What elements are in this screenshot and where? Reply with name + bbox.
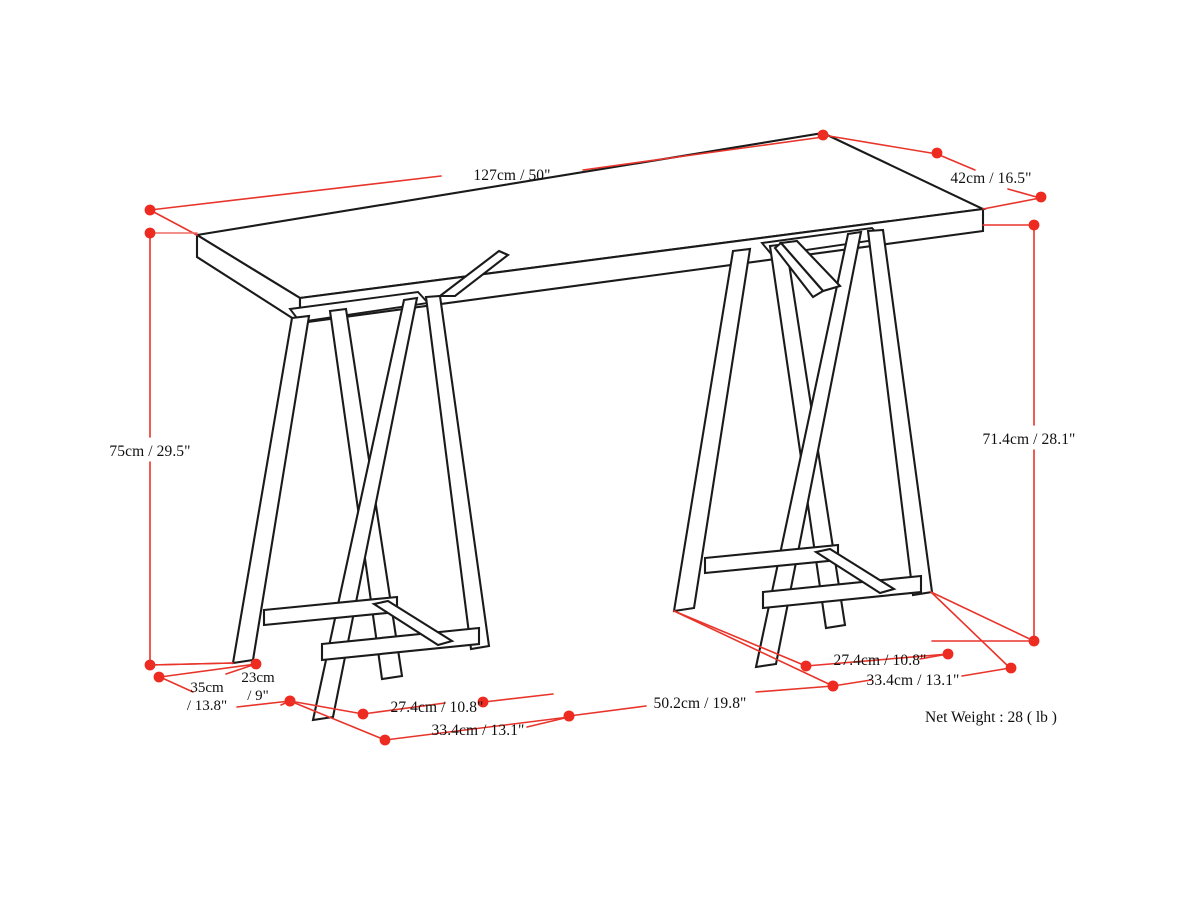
dimension-left-foot-upper: 27.4cm / 10.8" (289, 693, 554, 720)
dim-502-line-b (755, 685, 834, 693)
dim-dot-top-depth-upper (931, 147, 943, 159)
dim-right334-line-b (832, 679, 872, 687)
dim-dot-right274-right (942, 648, 954, 660)
dim-35-line-b (159, 676, 194, 693)
dim-left334-leader (384, 716, 570, 741)
dim-left334-line-a (289, 700, 386, 741)
dim-dot-23-left (250, 658, 262, 670)
left-leg-rear-inner (424, 294, 491, 651)
dimension-top-depth: 42cm / 16.5" (822, 134, 1047, 210)
dim-label-left-foot-lower: 33.4cm / 13.1" (432, 722, 525, 739)
dim-left274-line-a (289, 700, 364, 715)
right-leg-rear-inner (866, 228, 934, 597)
dim-35-line-c (236, 700, 291, 708)
dim-label-23in: / 9" (247, 688, 269, 704)
left-top-angled-brace (436, 249, 511, 298)
right-leg-front-outer (672, 247, 752, 613)
dim-top-depth-leader-d (822, 134, 938, 155)
dim-top-width-line-right (582, 136, 824, 171)
dim-right274-line-a (673, 610, 807, 667)
net-weight-label: Net Weight : 28 ( lb ) (925, 709, 1057, 726)
dim-dot-left274-right (477, 696, 489, 708)
dim-dot-top-width-left (144, 204, 156, 216)
dim-label-right-foot-lower: 33.4cm / 13.1" (867, 672, 960, 689)
dim-right334-line-a (673, 610, 834, 687)
dim-right334-leader-b (930, 591, 1035, 642)
dimension-right-foot-lower: 33.4cm / 13.1" (673, 591, 1035, 692)
left-foot-diagonal-brace (371, 599, 455, 647)
dim-left274-line-b (483, 693, 554, 703)
right-sawhorse-group (672, 226, 934, 669)
dim-dot-right334-left (827, 680, 839, 692)
dim-right274-leader (805, 653, 949, 667)
dim-label-right-foot-upper: 27.4cm / 10.8" (834, 652, 927, 669)
dim-top-depth-leader-c (982, 197, 1041, 210)
dim-label-left-foot-upper: 27.4cm / 10.8" (391, 699, 484, 716)
dim-top-width-line (149, 175, 442, 211)
dimension-between-legs: 50.2cm / 19.8" (563, 680, 839, 722)
dim-label-top-depth: 42cm / 16.5" (950, 170, 1031, 187)
dim-dot-legheight-top (1028, 219, 1040, 231)
dim-label-between-legs: 50.2cm / 19.8" (654, 695, 747, 712)
dim-label-35in: / 13.8" (187, 698, 227, 714)
dim-top-depth-leader-b (1007, 188, 1041, 199)
dimension-left-foot-lower: 33.4cm / 13.1" (289, 700, 575, 746)
dim-35-line-a (149, 662, 234, 666)
right-top-angled-brace-face (773, 241, 825, 299)
dim-dot-right274-left (800, 660, 812, 672)
dim-label-23cm: 23cm (241, 670, 275, 686)
dim-top-width-leader-left (149, 209, 198, 236)
dim-502-line-a (568, 705, 647, 717)
dimension-overall-height: 75cm / 29.5" (109, 227, 234, 671)
dim-dot-height-top (144, 227, 156, 239)
left-sawhorse-group (231, 249, 511, 722)
right-foot-diagonal-brace (813, 547, 897, 595)
dimension-leg-height: 71.4cm / 28.1" (931, 219, 1076, 647)
dim-label-35cm: 35cm (190, 680, 224, 696)
dim-top-depth-leader-a (936, 153, 976, 171)
dim-label-leg-height: 71.4cm / 28.1" (983, 431, 1076, 448)
dim-dot-right334-right (1005, 662, 1017, 674)
dimension-foot-width-inner: 23cm / 9" (225, 658, 296, 707)
dim-dot-502-left (563, 710, 575, 722)
dim-label-top-width: 127cm / 50" (473, 167, 550, 184)
dim-dot-left274-left (357, 708, 369, 720)
dim-left274-leader (362, 702, 446, 715)
dim-dot-top-depth-lower (1035, 191, 1047, 203)
dim-dot-35-left (153, 671, 165, 683)
dimension-right-foot-upper: 27.4cm / 10.8" (673, 610, 954, 672)
dim-right334-line-c (961, 667, 1011, 677)
dim-35-line-d (159, 663, 257, 678)
dim-dot-left334-left (379, 734, 391, 746)
dim-label-overall-height: 75cm / 29.5" (109, 443, 190, 460)
dim-right334-leader (930, 591, 1011, 669)
